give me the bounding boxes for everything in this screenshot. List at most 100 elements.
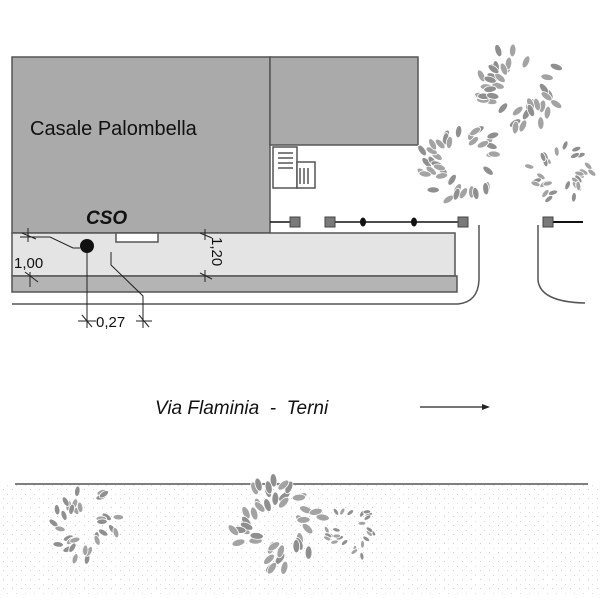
leaf	[96, 518, 108, 525]
leaf	[271, 491, 280, 506]
leaf	[511, 105, 524, 117]
leaf	[526, 104, 535, 117]
fence-node	[411, 217, 417, 227]
leaf	[432, 163, 446, 172]
leaf	[350, 548, 359, 555]
leaf	[69, 536, 81, 544]
leaf	[61, 496, 70, 507]
leaf	[362, 535, 370, 542]
leaf	[458, 187, 469, 200]
leaf	[71, 553, 79, 565]
leaf	[249, 532, 264, 540]
leaf	[227, 524, 239, 537]
leaf	[112, 514, 125, 521]
leaf	[241, 506, 251, 520]
leaf	[278, 496, 290, 509]
tree-icon	[227, 473, 330, 575]
leaf	[315, 513, 330, 522]
leaf	[292, 539, 301, 554]
leaf	[445, 135, 453, 150]
road-edge-right	[537, 225, 586, 304]
leaf	[280, 560, 289, 575]
leaf	[308, 507, 323, 516]
leaf	[330, 539, 339, 545]
leaf	[266, 561, 277, 575]
leaf	[511, 120, 520, 135]
leaf	[60, 509, 68, 521]
leaf	[267, 541, 281, 552]
leaf	[483, 75, 497, 84]
leaf	[53, 504, 61, 516]
leaf	[455, 125, 463, 139]
leaf	[418, 170, 432, 178]
road-edge	[12, 225, 480, 305]
leaf	[68, 503, 75, 515]
leaf	[550, 99, 563, 109]
cso-label: CSO	[86, 208, 127, 229]
leaf	[254, 477, 263, 492]
curb	[11, 275, 458, 293]
leaf	[52, 541, 64, 548]
leaf	[264, 480, 273, 495]
leaf	[346, 509, 355, 516]
leaf	[276, 544, 285, 559]
cso-point	[80, 239, 94, 253]
leaf	[360, 540, 365, 549]
leaf	[365, 526, 374, 533]
dimension-lines	[20, 228, 213, 328]
building-annex	[269, 56, 419, 146]
leaf	[499, 62, 509, 76]
tree-icon	[48, 485, 125, 565]
leaf	[549, 62, 563, 72]
leaf	[476, 140, 490, 149]
fence-node	[360, 217, 366, 227]
leaf	[524, 163, 535, 170]
leaf	[530, 180, 541, 187]
leaf	[323, 535, 332, 542]
leaf	[469, 126, 481, 137]
dimension-offset: 0,27	[96, 314, 125, 331]
leaf	[447, 173, 457, 186]
leaf	[359, 551, 365, 561]
leaf	[472, 186, 480, 200]
leaf	[561, 140, 569, 151]
leaf	[543, 105, 552, 120]
leaf	[547, 189, 559, 196]
leaf	[98, 528, 109, 537]
leaf	[521, 55, 531, 69]
leaf	[340, 539, 349, 546]
leaf	[485, 92, 500, 100]
leaf	[540, 73, 554, 81]
leaf	[564, 180, 571, 191]
leaf	[542, 180, 553, 187]
leaf	[250, 506, 259, 521]
leaf	[497, 102, 509, 114]
leaf	[263, 498, 272, 512]
leaf	[509, 43, 517, 58]
leaf	[435, 172, 449, 180]
leaf	[426, 186, 440, 194]
leaf	[291, 493, 306, 502]
leaf	[93, 534, 101, 546]
leaf	[539, 152, 547, 162]
trees	[48, 43, 597, 575]
leaf	[269, 473, 278, 488]
leaf	[417, 144, 427, 157]
leaf	[301, 522, 314, 535]
leaf	[112, 527, 120, 539]
leaf	[570, 152, 580, 159]
leaf	[332, 507, 340, 516]
leaf	[476, 69, 486, 83]
leaf	[277, 479, 290, 491]
leaf	[482, 182, 490, 196]
tree-icon	[323, 507, 377, 561]
leaf	[487, 64, 500, 75]
leaf	[571, 192, 577, 203]
dimension-sidewalk: 1,20	[208, 237, 225, 266]
leaf	[54, 525, 66, 533]
arrow-right-icon	[420, 404, 490, 410]
leaf	[487, 150, 501, 158]
building-name: Casale Palombella	[30, 118, 198, 140]
sidewalk	[11, 232, 456, 277]
